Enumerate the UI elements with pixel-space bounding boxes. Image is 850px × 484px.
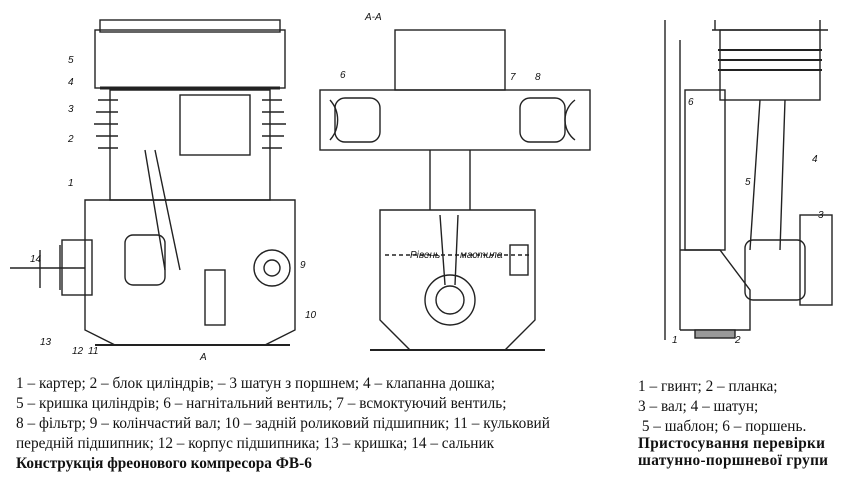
callout-10: 10 xyxy=(305,310,317,321)
fixture-title-line-2: шатунно-поршневої групи xyxy=(638,452,829,469)
fixture-callout-2: 2 xyxy=(734,335,741,346)
callout-7: 7 xyxy=(510,72,516,83)
fixture-drawing xyxy=(664,20,833,340)
fixture-callout-3: 3 xyxy=(818,210,824,221)
fixture-callout-4: 4 xyxy=(812,154,818,165)
callout-13: 13 xyxy=(40,337,52,348)
oil-level-label: Рівень xyxy=(410,250,440,261)
callout-1: 1 xyxy=(68,178,74,189)
oil-level-label-2: мастила xyxy=(460,250,503,261)
fixture-callout-6: 6 xyxy=(688,97,694,108)
compressor-legend-line-4: передній підшипник; 12 – корпус підшипни… xyxy=(16,435,495,452)
section-mark: А xyxy=(199,352,207,363)
fixture-title-line-1: Пристосування перевірки xyxy=(638,435,826,452)
technical-drawings: А-А А Рівень мастила 1 2 3 4 5 6 7 8 9 1… xyxy=(10,12,833,363)
callout-11: 11 xyxy=(88,346,98,357)
callout-2: 2 xyxy=(67,134,74,145)
compressor-legend-line-1: 1 – картер; 2 – блок циліндрів; – 3 шату… xyxy=(16,375,496,392)
compressor-title: Конструкція фреонового компресора ФВ-6 xyxy=(16,455,312,472)
callout-14: 14 xyxy=(30,254,42,265)
callout-9: 9 xyxy=(300,260,306,271)
compressor-legend-line-3: 8 – фільтр; 9 – колінчастий вал; 10 – за… xyxy=(16,415,550,432)
fixture-legend-line-2: 3 – вал; 4 – шатун; xyxy=(638,398,759,415)
callout-6: 6 xyxy=(340,70,346,81)
callout-3: 3 xyxy=(68,104,74,115)
callout-8: 8 xyxy=(535,72,541,83)
fixture-callout-1: 1 xyxy=(672,335,678,346)
section-label: А-А xyxy=(364,12,382,23)
callout-4: 4 xyxy=(68,77,74,88)
callout-12: 12 xyxy=(72,346,84,357)
compressor-legend-line-2: 5 – кришка циліндрів; 6 – нагнітальний в… xyxy=(16,395,507,412)
callout-5: 5 xyxy=(68,55,74,66)
fixture-callout-5: 5 xyxy=(745,177,751,188)
fixture-legend-line-1: 1 – гвинт; 2 – планка; xyxy=(638,378,778,395)
compressor-longitudinal-section xyxy=(10,19,296,346)
fixture-legend-line-3: 5 – шаблон; 6 – поршень. xyxy=(638,418,807,435)
compressor-cross-section xyxy=(319,29,591,351)
